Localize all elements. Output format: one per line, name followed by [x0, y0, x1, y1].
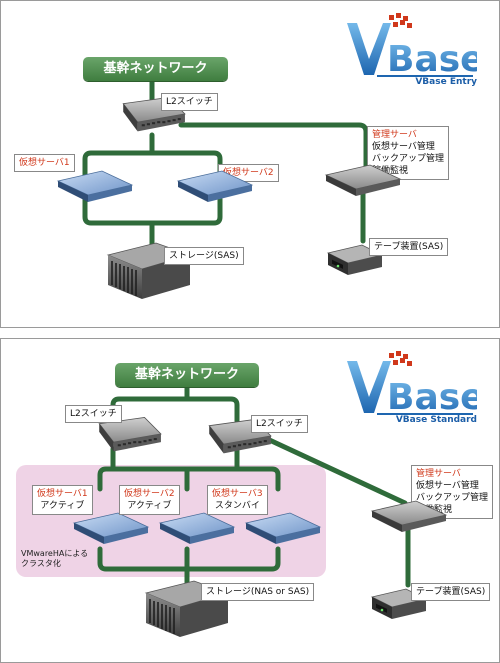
virtual-server-1-title: 仮想サーバ1 — [37, 489, 88, 499]
entry-panel: 基幹ネットワーク L2スイッチ 仮想サーバ1 仮想サーバ2 ストレージ(SAS)… — [0, 0, 500, 328]
management-server-title: 管理サーバ — [416, 469, 461, 479]
virtual-server-3-state: スタンバイ — [214, 501, 260, 511]
virtual-server-1-label: 仮想サーバ1 — [14, 154, 75, 172]
management-server-line: 稼働監視 — [372, 166, 409, 176]
storage-label: ストレージ(NAS or SAS) — [201, 583, 315, 601]
l2-switch-left-label: L2スイッチ — [65, 405, 122, 423]
vbase-standard-logo: Base VBase Standard — [347, 351, 485, 427]
vbase-logo-text: Base — [387, 377, 477, 415]
management-server-line: 仮想サーバ管理 — [372, 142, 435, 152]
virtual-server-2-title: 仮想サーバ2 — [223, 168, 274, 178]
virtual-server-1-label: 仮想サーバ1 アクティブ — [32, 485, 93, 515]
virtual-server-3-device — [241, 511, 323, 547]
virtual-server-2-state: アクティブ — [127, 501, 172, 511]
management-server-device — [321, 163, 403, 199]
virtual-server-2-device — [155, 511, 237, 547]
cluster-note-line: クラスタ化 — [21, 559, 61, 568]
standard-panel: 基幹ネットワーク L2スイッチ L2スイッチ 仮想サーバ1 アクティブ 仮想サー… — [0, 338, 500, 663]
entry-connection-lines — [82, 78, 369, 249]
vbase-logo-mark: Base — [347, 13, 485, 80]
virtual-server-3-title: 仮想サーバ3 — [212, 489, 263, 499]
tape-label: テープ装置(SAS) — [369, 238, 449, 256]
cluster-note: VMwareHAによる クラスタ化 — [21, 549, 88, 569]
management-server-line: 仮想サーバ管理 — [416, 481, 479, 491]
l2-switch-label: L2スイッチ — [161, 93, 218, 111]
virtual-server-2-title: 仮想サーバ2 — [124, 489, 175, 499]
virtual-server-1-device — [69, 511, 151, 547]
core-network-label: 基幹ネットワーク — [83, 57, 228, 81]
tape-label: テープ装置(SAS) — [411, 583, 491, 601]
virtual-server-1-device — [53, 169, 135, 205]
virtual-server-2-device — [173, 169, 255, 205]
l2-switch-right-label: L2スイッチ — [251, 415, 308, 433]
virtual-server-3-label: 仮想サーバ3 スタンバイ — [207, 485, 268, 515]
virtual-server-1-state: アクティブ — [40, 501, 85, 511]
vbase-logo-mark: Base — [347, 351, 485, 418]
management-server-line: バックアップ管理 — [372, 154, 445, 164]
core-network-label: 基幹ネットワーク — [115, 363, 259, 387]
management-server-title: 管理サーバ — [372, 130, 417, 140]
standard-connection-lines — [97, 382, 411, 592]
management-server-device — [367, 499, 449, 535]
management-server-line: バックアップ管理 — [416, 493, 489, 503]
vbase-logo-text: Base — [387, 39, 477, 77]
virtual-server-2-label: 仮想サーバ2 アクティブ — [119, 485, 180, 515]
virtual-server-1-title: 仮想サーバ1 — [19, 158, 70, 168]
vbase-edition-label: VBase Entry — [415, 77, 477, 87]
storage-label: ストレージ(SAS) — [164, 247, 244, 265]
cluster-note-line: VMwareHAによる — [21, 549, 89, 558]
vbase-entry-logo: Base VBase Entry — [347, 13, 485, 89]
vbase-edition-label: VBase Standard — [395, 415, 477, 425]
